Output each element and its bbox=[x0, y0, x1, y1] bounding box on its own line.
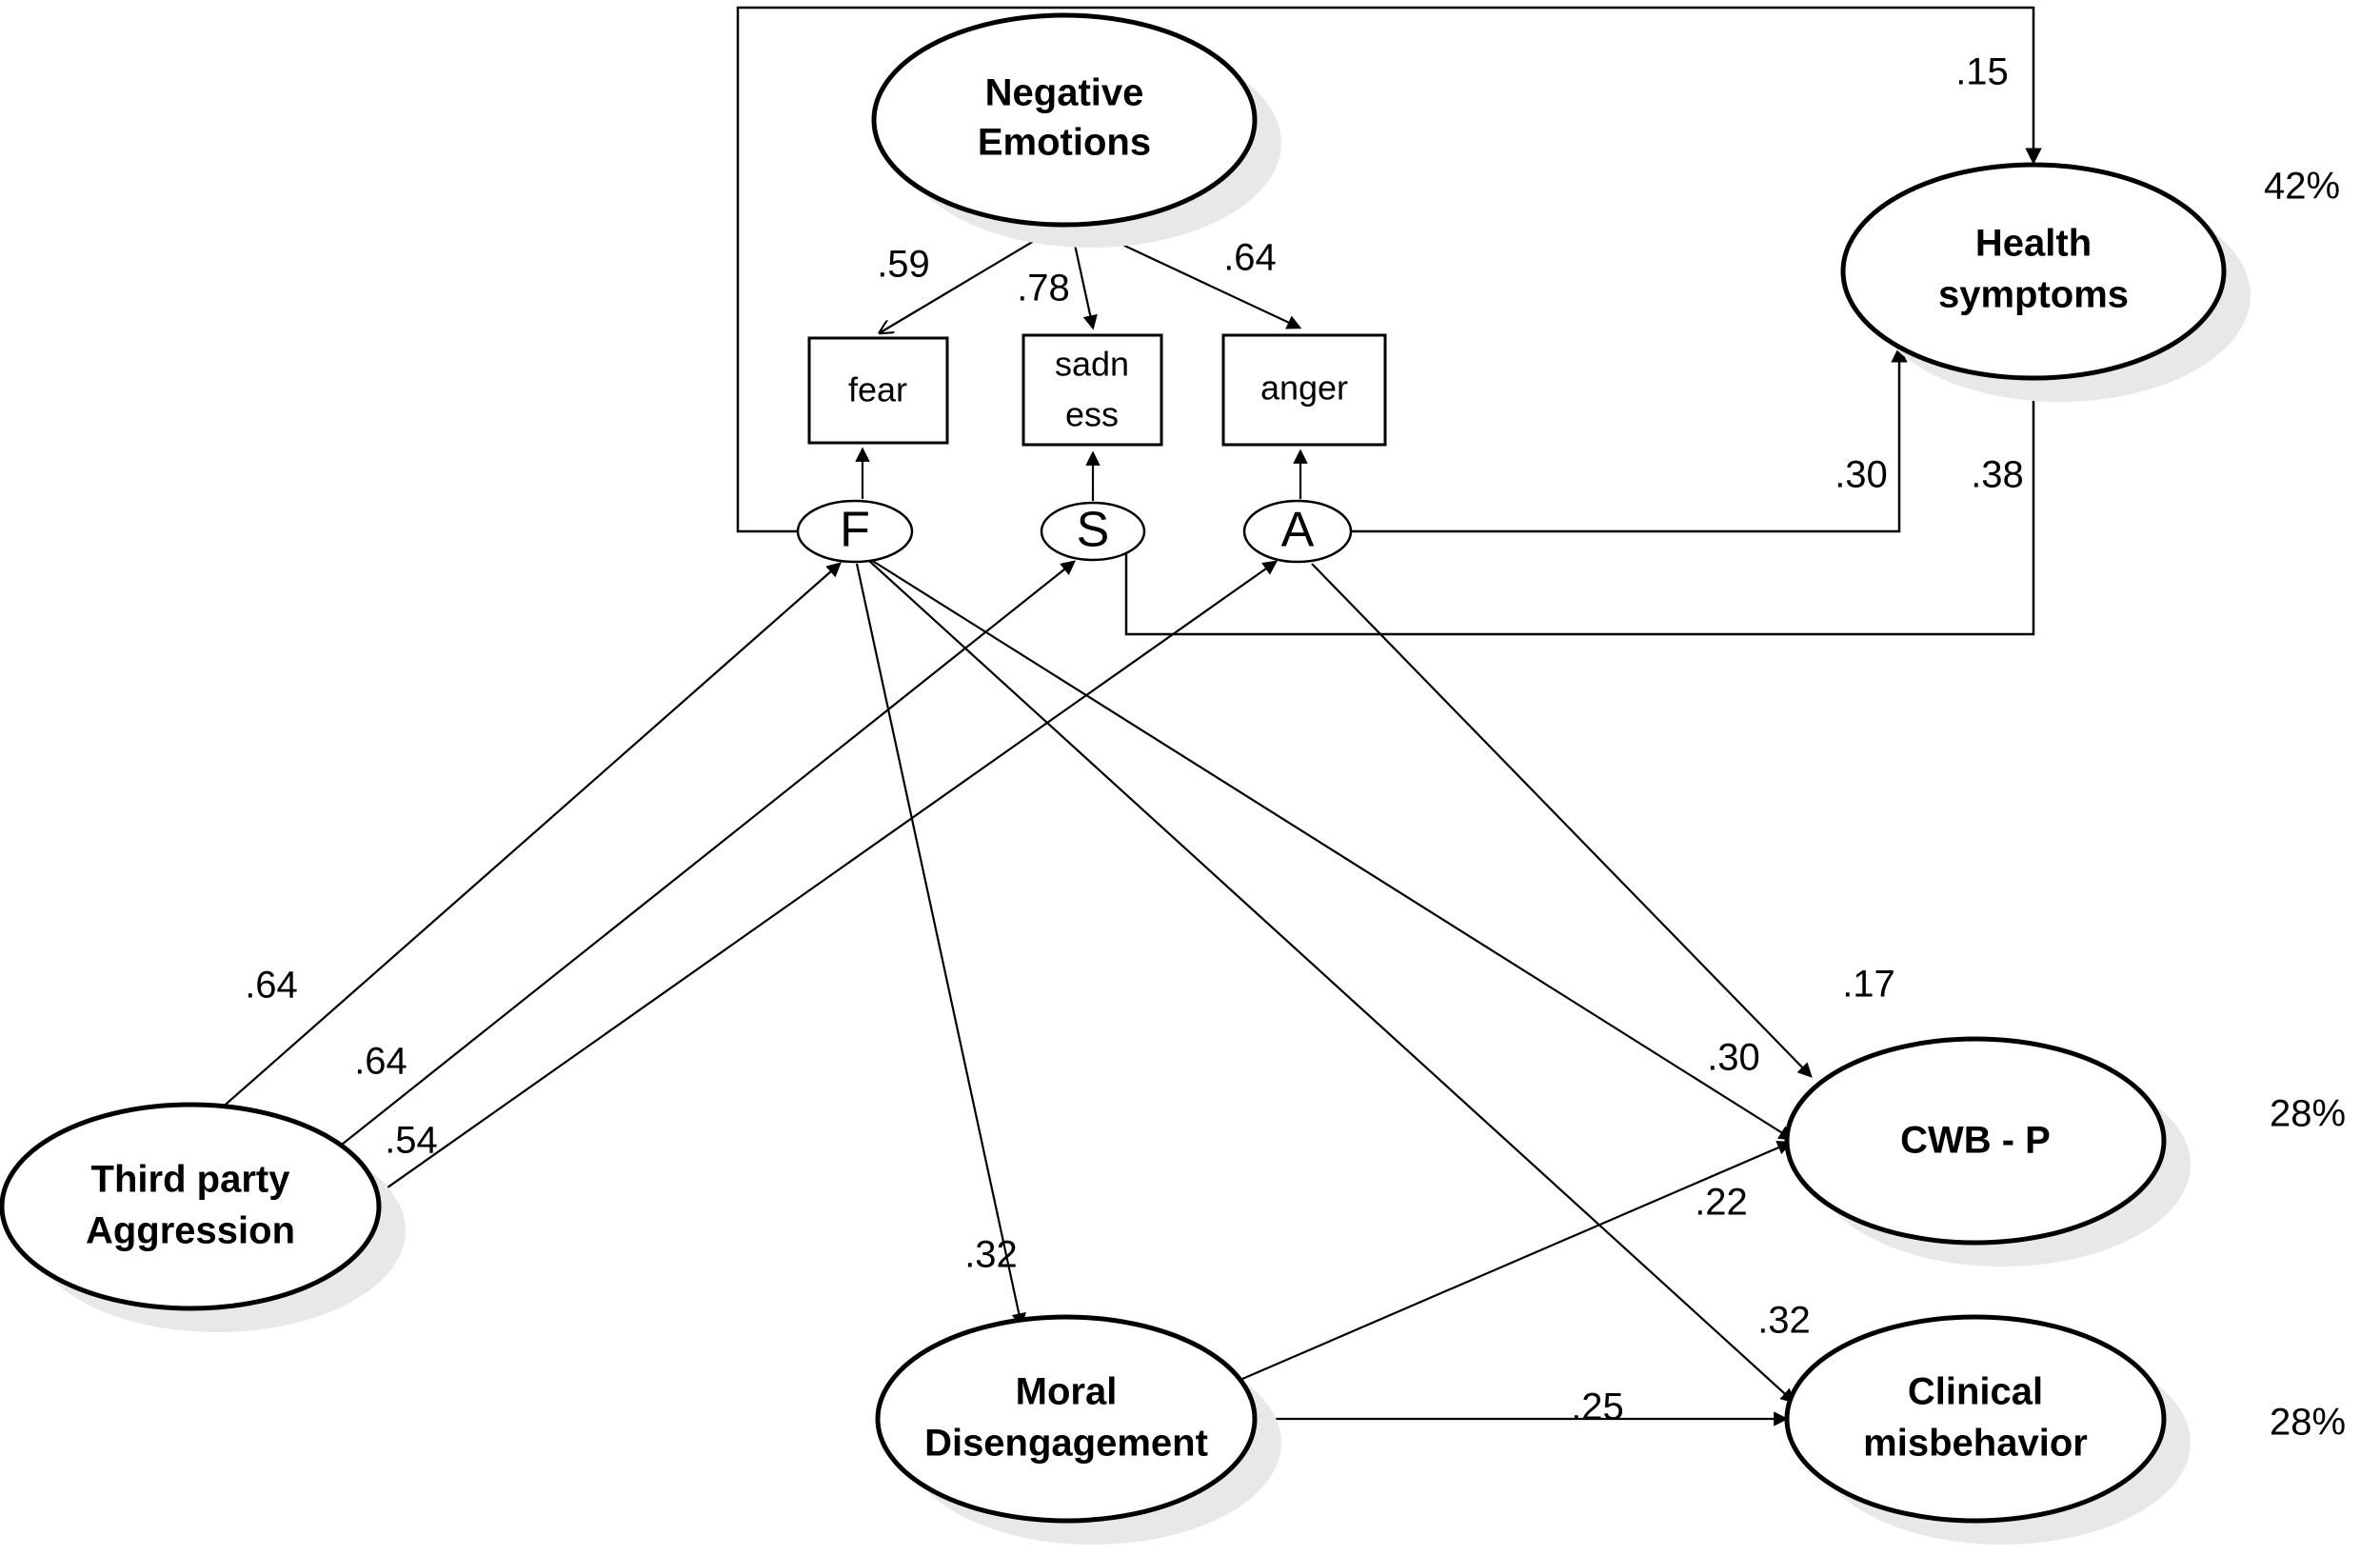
variance-clinical-misbehavior: 28% bbox=[2270, 1402, 2346, 1444]
variance-health-symptoms: 42% bbox=[2264, 166, 2340, 208]
indicator-fear: fear bbox=[807, 336, 949, 445]
indicator-anger-label: anger bbox=[1260, 369, 1348, 408]
indicator-anger: anger bbox=[1221, 333, 1387, 447]
factor-F-label: F bbox=[840, 503, 870, 558]
path-tpa-to-a bbox=[338, 560, 1279, 1223]
coef-a-to-health: .30 bbox=[1835, 454, 1888, 496]
coef-tpa-to-s: .64 bbox=[354, 1041, 407, 1083]
factor-A-label: A bbox=[1281, 503, 1315, 558]
path-f-to-health bbox=[736, 6, 2042, 533]
node-negative-emotions-line2: Emotions bbox=[978, 122, 1151, 164]
indicator-fear-label: fear bbox=[848, 370, 907, 409]
path-tpa-to-f bbox=[210, 562, 842, 1118]
factor-S-label: S bbox=[1077, 503, 1110, 558]
node-health-symptoms-line1: Health bbox=[1975, 223, 2092, 265]
node-third-party-aggression-line2: Aggression bbox=[86, 1210, 295, 1252]
node-third-party-aggression-line1: Third party bbox=[91, 1159, 291, 1201]
node-clinical-misbehavior-line2: misbehavior bbox=[1863, 1423, 2088, 1465]
indicator-sadness: sadn ess bbox=[1021, 333, 1163, 447]
node-health-symptoms: Health symptoms bbox=[1840, 162, 2251, 402]
coef-loading-sadness: .78 bbox=[1017, 268, 1070, 309]
coef-s-to-health: .38 bbox=[1971, 454, 2024, 496]
coef-f-to-health: .15 bbox=[1955, 51, 2009, 93]
coef-f-to-clinical: .32 bbox=[1757, 1300, 1811, 1342]
node-negative-emotions-line1: Negative bbox=[985, 72, 1144, 114]
coef-loading-fear: .59 bbox=[877, 244, 930, 286]
node-moral-disengagement-line2: Disengagement bbox=[924, 1423, 1208, 1465]
node-moral-disengagement-line1: Moral bbox=[1016, 1371, 1118, 1413]
path-moral-to-cwb bbox=[1241, 1141, 1793, 1381]
coef-tpa-to-f: .64 bbox=[245, 965, 298, 1007]
node-negative-emotions: Negative Emotions bbox=[871, 12, 1281, 248]
coef-moral-to-cwb: .22 bbox=[1695, 1182, 1748, 1224]
path-a-to-cwb bbox=[1311, 563, 1813, 1078]
coef-a-to-cwb: .17 bbox=[1842, 964, 1895, 1006]
coef-tpa-to-a: .54 bbox=[385, 1120, 438, 1162]
indicator-sadness-label-line1: sadn bbox=[1055, 345, 1129, 384]
node-third-party-aggression: Third party Aggression bbox=[0, 1102, 406, 1332]
path-s-to-health bbox=[1124, 372, 2042, 636]
node-cwb-p-label: CWB - P bbox=[1900, 1120, 2051, 1162]
path-s-to-cwb bbox=[870, 559, 1795, 1141]
coef-s-to-cwb: .30 bbox=[1707, 1037, 1760, 1079]
variance-cwb-p: 28% bbox=[2270, 1093, 2346, 1135]
path-tpa-to-s bbox=[313, 560, 1077, 1167]
path-f-to-clinical bbox=[867, 559, 1795, 1404]
node-clinical-misbehavior-line1: Clinical bbox=[1908, 1371, 2043, 1413]
node-clinical-misbehavior: Clinical misbehavior bbox=[1784, 1314, 2191, 1545]
node-moral-disengagement: Moral Disengagement bbox=[875, 1314, 1281, 1545]
node-cwb-p: CWB - P bbox=[1784, 1036, 2191, 1267]
factor-A: A bbox=[1242, 499, 1353, 564]
factor-S: S bbox=[1040, 501, 1146, 562]
path-f-to-moral bbox=[855, 563, 1026, 1328]
node-health-symptoms-line2: symptoms bbox=[1938, 274, 2129, 316]
factor-F: F bbox=[796, 499, 914, 564]
indicator-sadness-label-line2: ess bbox=[1065, 395, 1119, 434]
coef-loading-anger: .64 bbox=[1223, 237, 1277, 279]
path-a-to-health bbox=[1351, 346, 1908, 533]
coef-moral-to-clinical: .25 bbox=[1571, 1386, 1624, 1428]
coef-f-to-moral: .32 bbox=[964, 1234, 1018, 1276]
